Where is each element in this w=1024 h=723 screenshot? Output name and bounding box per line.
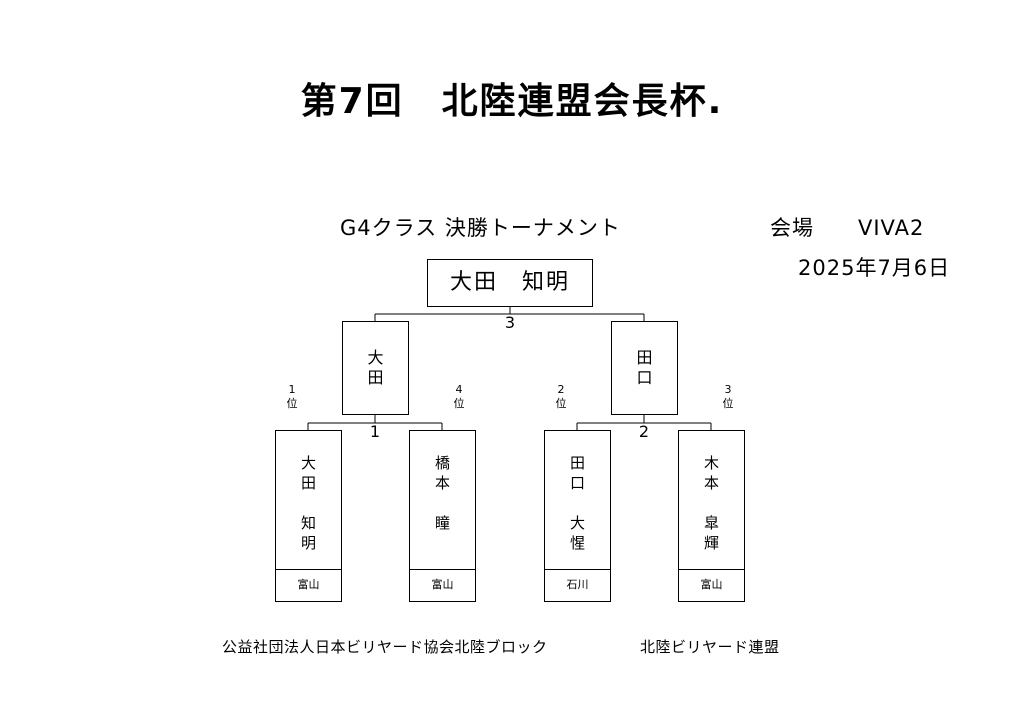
player-box-2: 橋本瞳 富山 [409,430,476,602]
semifinal-right-name: 田口 [636,348,653,387]
semifinal-right-box: 田口 [611,321,678,415]
venue: 会場 VIVA2 [770,216,925,240]
player-prefecture: 富山 [679,569,744,601]
player-name: 田口大惺 [569,454,585,552]
player-name: 大田知明 [300,454,316,552]
organizer: 公益社団法人日本ビリヤード協会北陸ブロック [222,638,548,656]
player-box-4: 木本皐輝 富山 [678,430,745,602]
player-box-1: 大田知明 富山 [275,430,342,602]
player-box-3: 田口大惺 石川 [544,430,611,602]
player-prefecture: 富山 [410,569,475,601]
tournament-subtitle: G4クラス 決勝トーナメント [340,216,621,240]
league-name: 北陸ビリヤード連盟 [640,638,780,656]
semifinal-right-score: 2 [638,422,650,441]
semifinal-left-box: 大田 [342,321,409,415]
player-prefecture: 石川 [545,569,610,601]
player-name: 橋本瞳 [434,454,450,532]
player-prefecture: 富山 [276,569,341,601]
page-title: 第7回 北陸連盟会長杯. [300,81,724,122]
winner-box: 大田 知明 [427,259,593,307]
player-name: 木本皐輝 [703,454,719,552]
semifinal-left-name: 大田 [367,348,384,387]
event-date: 2025年7月6日 [798,256,951,280]
semifinal-left-score: 1 [369,422,381,441]
final-score: 3 [504,313,516,332]
